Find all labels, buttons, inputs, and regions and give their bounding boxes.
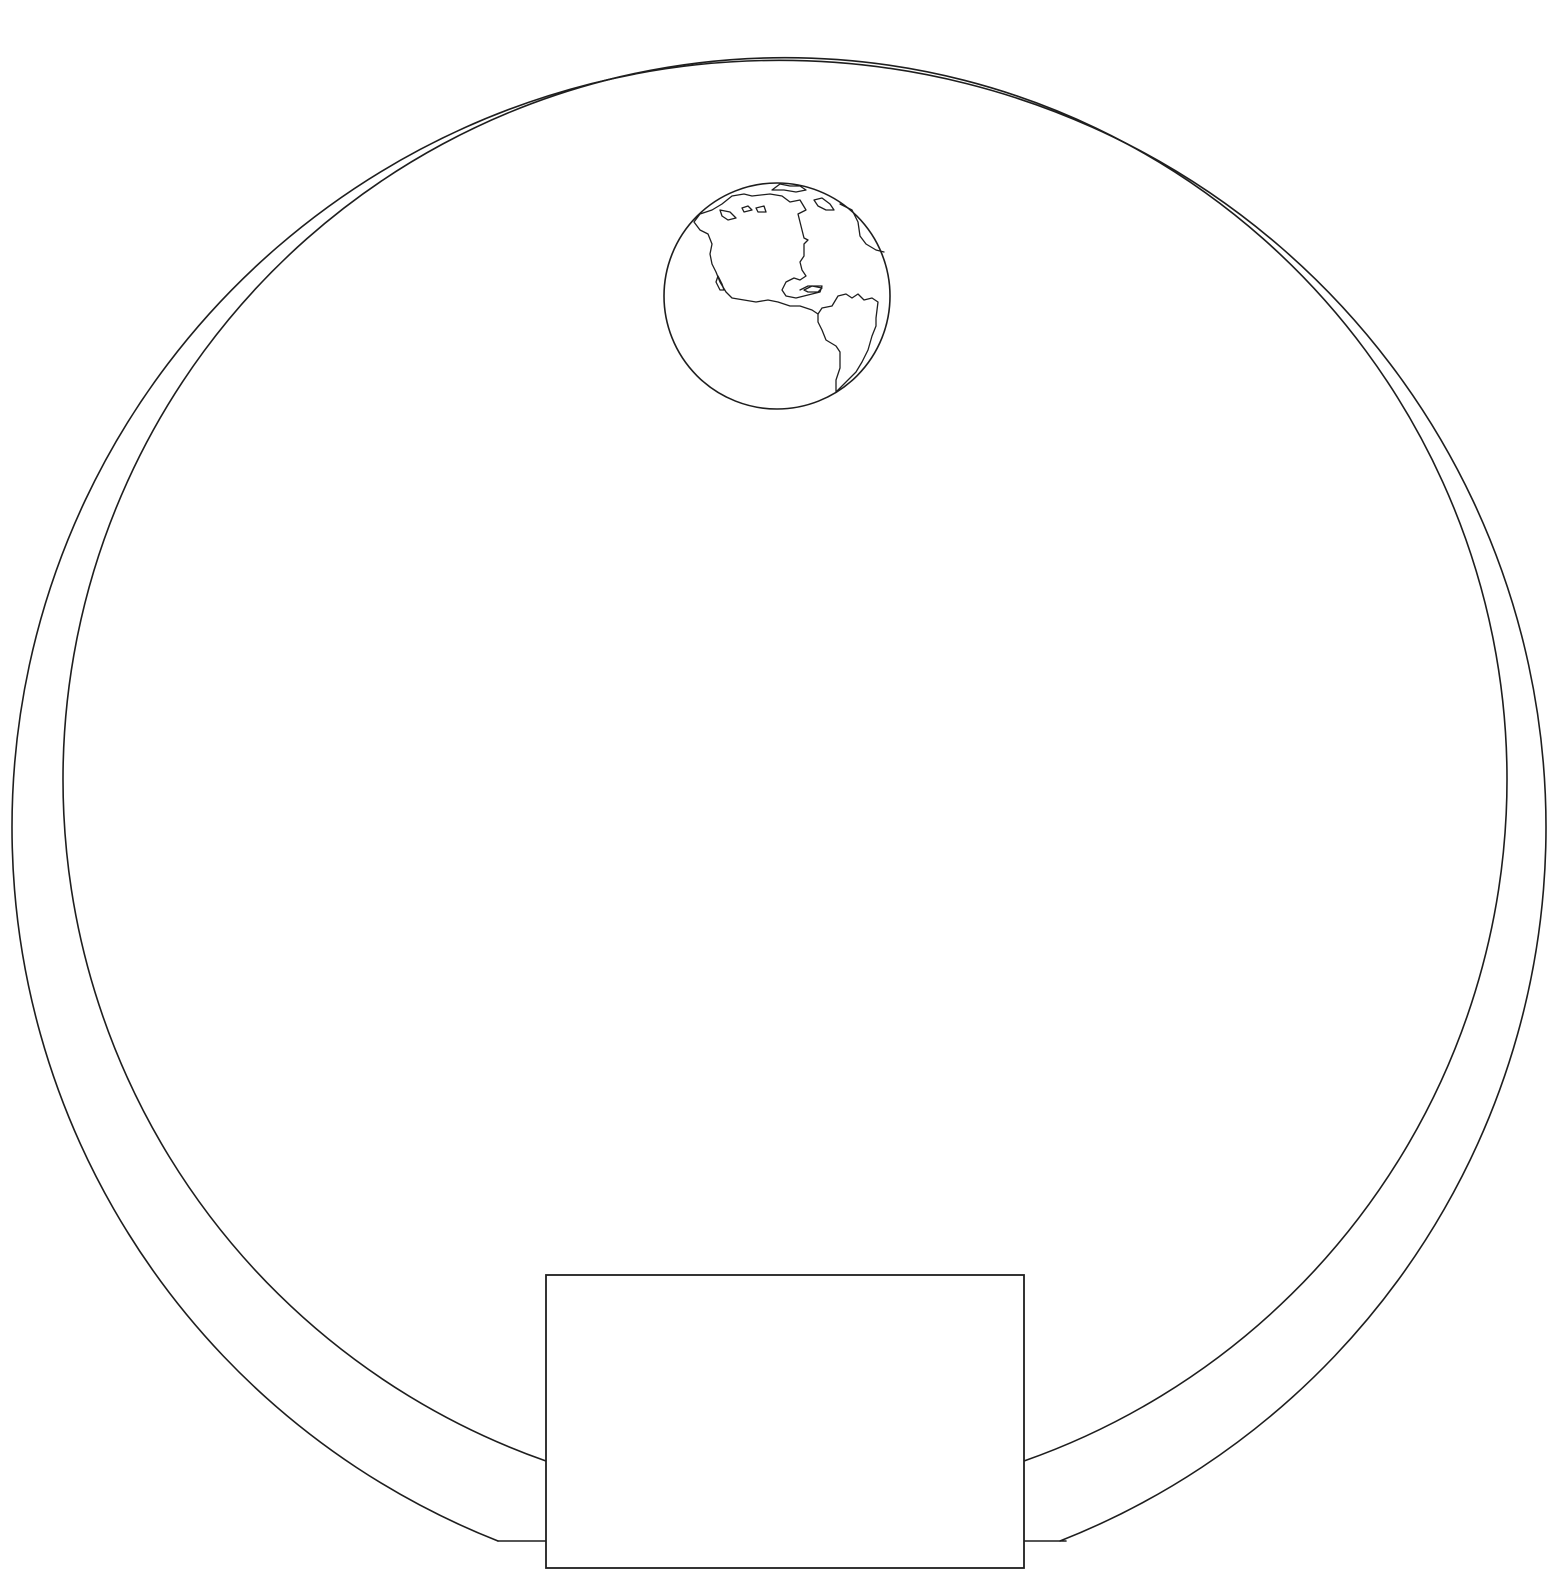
globe-icon (664, 183, 890, 409)
base-plate (546, 1275, 1024, 1568)
